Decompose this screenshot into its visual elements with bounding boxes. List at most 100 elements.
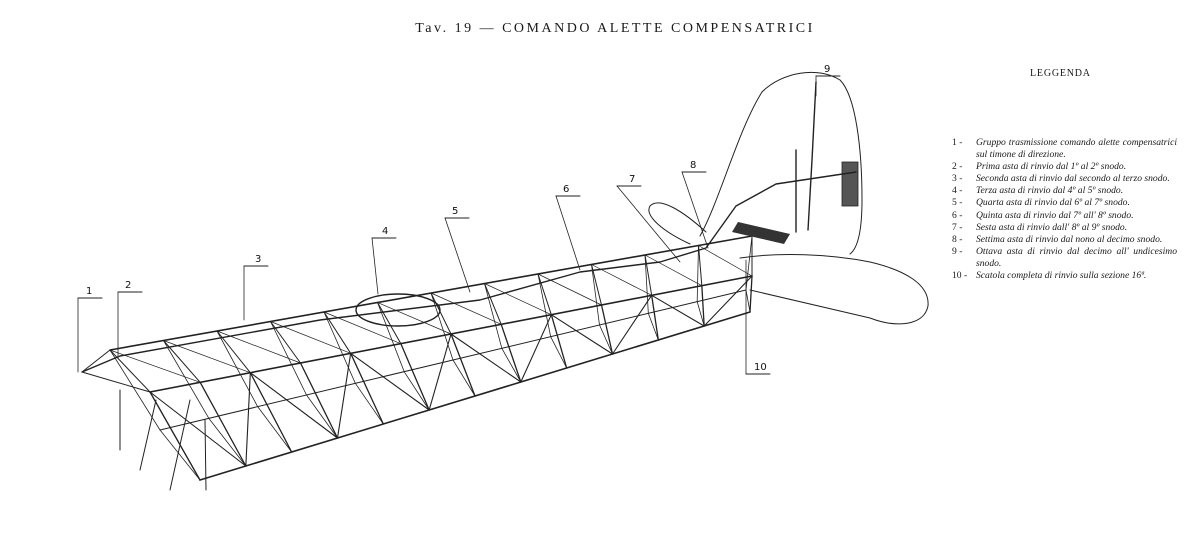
callout-3: 3 bbox=[243, 254, 269, 321]
truss-diagonal bbox=[428, 333, 452, 411]
callout-number: 8 bbox=[690, 160, 696, 171]
legend-item-text: Settima asta di rinvio dal nono al decim… bbox=[976, 233, 1163, 245]
callout-9: 9 bbox=[815, 64, 841, 97]
callout-number: 6 bbox=[563, 184, 569, 195]
callout-leader bbox=[555, 195, 581, 271]
truss-vertical bbox=[696, 245, 699, 303]
truss-vertical bbox=[591, 264, 600, 326]
truss-diagonal bbox=[651, 294, 705, 327]
legend-item: 9 - Ottava asta di rinvio dal decimo all'… bbox=[952, 246, 1177, 270]
truss-vertical bbox=[299, 362, 339, 439]
legend-item: 7 - Sesta asta di rinvio dall' 8º al 9º s… bbox=[952, 222, 1177, 234]
callout-leader bbox=[444, 217, 471, 293]
callout-6: 6 bbox=[555, 184, 581, 271]
truss-cross bbox=[537, 273, 552, 316]
callout-7: 7 bbox=[616, 174, 681, 263]
truss-cross bbox=[306, 394, 338, 439]
truss-cross bbox=[257, 406, 293, 453]
truss-cross bbox=[501, 347, 522, 383]
truss-cross bbox=[745, 289, 751, 313]
truss-cross bbox=[599, 324, 613, 355]
legend-item-text: Gruppo trasmissione comando alette compe… bbox=[976, 137, 1177, 161]
truss-vertical bbox=[749, 275, 753, 313]
truss-cross bbox=[354, 382, 384, 425]
truss-diagonal bbox=[698, 245, 753, 277]
truss-vertical bbox=[163, 340, 210, 419]
callout-number: 7 bbox=[629, 174, 635, 185]
truss-vertical bbox=[644, 254, 649, 314]
truss-vertical bbox=[199, 381, 247, 467]
truss-vertical bbox=[701, 285, 705, 327]
truss-diagonal bbox=[550, 314, 614, 355]
plate-title: Tav. 19 — COMANDO ALETTE COMPENSATRICI bbox=[415, 21, 815, 36]
truss-vertical bbox=[270, 321, 307, 396]
truss-vertical bbox=[600, 304, 614, 355]
truss-diagonal bbox=[520, 314, 552, 383]
truss-vertical bbox=[500, 323, 522, 383]
legend-list: 1 - Gruppo trasmissione comando alette co… bbox=[952, 137, 1177, 282]
rudder-tab bbox=[841, 161, 859, 207]
truss-cross bbox=[452, 359, 476, 397]
legend-title: LEGGENDA bbox=[1030, 68, 1091, 79]
truss-cross bbox=[591, 264, 602, 306]
legend-item-number: 9 - bbox=[952, 245, 963, 257]
callout-number: 10 bbox=[754, 362, 767, 373]
legend-item-text: Terza asta di rinvio dal 4º al 5º snodo. bbox=[976, 185, 1124, 197]
truss-diagonal bbox=[336, 352, 352, 439]
truss-vertical bbox=[745, 235, 753, 291]
legend-item-number: 5 - bbox=[952, 197, 963, 209]
nose-frame bbox=[81, 371, 151, 393]
legend-item-number: 6 - bbox=[952, 209, 963, 221]
legend-item-text: Quarta asta di rinvio dal 6º al 7º snodo… bbox=[976, 197, 1130, 209]
legend-item-number: 4 - bbox=[952, 185, 963, 197]
legend-item-text: Sesta asta di rinvio dall' 8º al 9º snod… bbox=[976, 221, 1128, 233]
fuselage-truss bbox=[81, 235, 753, 491]
truss-vertical bbox=[350, 352, 384, 425]
legend-item: 10 - Scatola completa di rinvio sulla sez… bbox=[952, 270, 1177, 282]
nose-frame bbox=[139, 399, 157, 471]
legend-item: 3 -Seconda asta di rinvio dal secondo al… bbox=[952, 173, 1177, 185]
legend-item: 8 -Settima asta di rinvio dal nono al de… bbox=[952, 234, 1177, 246]
legend-item-number: 7 - bbox=[952, 221, 963, 233]
nose-frame bbox=[81, 349, 111, 373]
vertical-fin-outline bbox=[699, 71, 863, 255]
nose-frame bbox=[169, 399, 191, 491]
truss-cross bbox=[403, 371, 430, 411]
control-linkage bbox=[81, 171, 857, 373]
truss-diagonal bbox=[245, 372, 251, 467]
legend-item-text: Scatola completa di rinvio sulla sezione… bbox=[976, 270, 1147, 282]
callout-number: 4 bbox=[382, 226, 388, 237]
truss-cross bbox=[647, 312, 659, 341]
legend-item: 4 - Terza asta di rinvio dal 4º al 5º sno… bbox=[952, 185, 1177, 197]
legend-item: 5 - Quarta asta di rinvio dal 6º al 7º sn… bbox=[952, 197, 1177, 209]
truss-diagonal bbox=[350, 352, 430, 411]
truss-vertical bbox=[149, 391, 201, 481]
truss-cross bbox=[644, 254, 653, 296]
callout-8: 8 bbox=[681, 160, 709, 249]
truss-diagonal bbox=[450, 333, 522, 383]
horizontal-stabilizer-left bbox=[648, 202, 707, 245]
truss-vertical bbox=[537, 273, 552, 338]
truss-vertical bbox=[109, 349, 161, 431]
legend-item-number: 10 - bbox=[952, 270, 968, 282]
truss-cross bbox=[696, 301, 705, 327]
truss-cross bbox=[484, 283, 502, 325]
callout-leader bbox=[616, 185, 681, 263]
legend-item-number: 1 - bbox=[952, 137, 963, 148]
legend-item-text: Ottava asta di rinvio dal decimo all' un… bbox=[976, 245, 1177, 269]
legend-item-number: 2 - bbox=[952, 161, 963, 173]
truss-diagonal bbox=[149, 391, 247, 467]
legend-item-text: Seconda asta di rinvio dal secondo al te… bbox=[976, 173, 1170, 185]
truss-vertical bbox=[550, 314, 568, 369]
truss-diagonal bbox=[484, 283, 552, 316]
tail-group bbox=[81, 71, 929, 373]
truss-cross bbox=[159, 429, 201, 481]
truss-diagonal bbox=[611, 294, 653, 355]
truss-cross bbox=[430, 292, 452, 335]
callout-4: 4 bbox=[371, 226, 397, 295]
legend-item-text: Prima asta di rinvio dal 1º al 2º snodo. bbox=[976, 161, 1127, 173]
truss-vertical bbox=[430, 292, 454, 361]
callout-number: 2 bbox=[125, 280, 131, 291]
